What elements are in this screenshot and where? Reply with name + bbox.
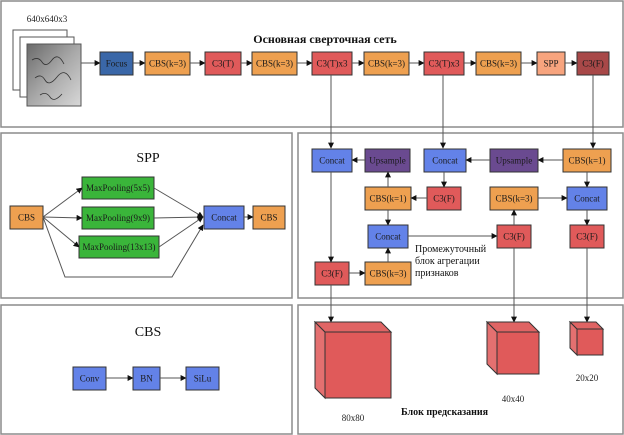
neck-concat-3: Concat <box>566 186 608 211</box>
maxpool-node-2: MaxPooling(13x13) <box>78 235 160 259</box>
neck-concat-4: Concat <box>367 224 409 249</box>
neck-c3f-3-label: C3(F) <box>576 232 598 242</box>
prediction-cube-40 <box>485 320 541 376</box>
scale-label-80: 80x80 <box>342 413 365 423</box>
spp-concat-label: Concat <box>211 213 237 223</box>
input-image-stack <box>12 29 82 107</box>
cbs-node-2-box <box>185 366 220 391</box>
backbone-title: Основная сверточная сеть <box>253 32 397 46</box>
neck-cbs-k1-top-label: CBS(k=1) <box>568 156 605 166</box>
spp-input-cbs: CBS <box>9 205 44 230</box>
neck-c3f-3: C3(F) <box>569 224 605 249</box>
neck-c3f-2: C3(F) <box>496 224 532 249</box>
scale-label-40: 40x40 <box>502 394 525 404</box>
neck-c3f-4: C3(F) <box>314 261 350 286</box>
neck-concat-2-label: Concat <box>432 156 458 166</box>
neck-note-line-2: блок агрегации <box>415 256 480 267</box>
cbs-node-1-label: BN <box>140 374 153 384</box>
cbs-title: CBS <box>135 325 161 340</box>
maxpool-node-1: MaxPooling(9x9) <box>81 206 155 230</box>
backbone-node-1: CBS(k=3) <box>144 51 191 76</box>
neck-c3f-1: C3(F) <box>426 186 462 211</box>
neck-upsample-1-label: Upsample <box>369 156 406 166</box>
neck-c3f-4-label: C3(F) <box>321 269 343 279</box>
maxpool-node-1-label: MaxPooling(9x9) <box>86 213 150 223</box>
backbone-node-2: C3(T) <box>204 51 242 76</box>
spp-arrow-out <box>153 187 204 218</box>
backbone-node-6: C3(T)x3 <box>423 51 465 76</box>
spp-output-cbs: CBS <box>252 205 286 230</box>
prediction-title: Блок предсказания <box>401 407 489 418</box>
cbs-node-0-label: Conv <box>80 374 100 384</box>
maxpool-node-2-label: MaxPooling(13x13) <box>83 242 156 252</box>
neck-upsample-2-label: Upsample <box>496 156 533 166</box>
neck-cbs-k1-mid-label: CBS(k=1) <box>369 194 406 204</box>
prediction-cube-20 <box>568 320 605 357</box>
neck-c3f-2-label: C3(F) <box>503 232 525 242</box>
cbs-node-2: SiLu <box>185 366 220 391</box>
backbone-node-8: SPP <box>536 51 566 76</box>
neck-concat-3-label: Concat <box>574 194 600 204</box>
spp-title: SPP <box>136 151 160 166</box>
backbone-node-5-label: CBS(k=3) <box>368 59 405 69</box>
backbone-node-6-label: C3(T)x3 <box>429 59 460 69</box>
cbs-node-2-label: SiLu <box>194 374 212 384</box>
neck-cbs-k1-mid: CBS(k=1) <box>364 186 412 211</box>
neck-note-line-1: Промежуточный <box>415 244 487 255</box>
maxpool-node-0: MaxPooling(5x5) <box>81 176 155 200</box>
prediction-cube-80 <box>313 320 393 400</box>
cbs-node-0: Conv <box>72 366 107 391</box>
cbs-node-1: BN <box>132 366 161 391</box>
neck-cbs-k3-bottom: CBS(k=3) <box>364 261 412 286</box>
backbone-node-3: CBS(k=3) <box>251 51 298 76</box>
spp-arrow-in <box>42 187 83 218</box>
spp-skip-arrow <box>42 216 204 278</box>
neck-cbs-k1-top: CBS(k=1) <box>562 148 612 173</box>
input-size-label: 640x640x3 <box>27 14 68 24</box>
spp-arrow-out <box>153 214 204 221</box>
backbone-node-1-label: CBS(k=3) <box>149 59 186 69</box>
backbone-node-8-label: SPP <box>543 59 558 69</box>
maxpool-node-0-label: MaxPooling(5x5) <box>86 183 150 193</box>
backbone-node-0-label: Focus <box>106 59 128 69</box>
backbone-node-4-label: C3(T)x3 <box>317 59 348 69</box>
neck-c3f-1-label: C3(F) <box>433 194 455 204</box>
neck-cbs-k3-bottom-label: CBS(k=3) <box>369 269 406 279</box>
spp-arrow-in <box>42 216 80 248</box>
input-image <box>26 43 82 107</box>
spp-concat: Concat <box>203 205 245 230</box>
backbone-node-0: Focus <box>99 51 134 76</box>
neck-cbs-k3-right-label: CBS(k=3) <box>495 194 532 204</box>
backbone-node-9: C3(F) <box>576 51 610 76</box>
backbone-node-5: CBS(k=3) <box>363 51 410 76</box>
scale-label-20: 20x20 <box>576 373 599 383</box>
backbone-node-9-label: C3(F) <box>582 59 604 69</box>
neck-upsample-2: Upsample <box>489 148 539 173</box>
backbone-node-3-label: CBS(k=3) <box>256 59 293 69</box>
spp-output-cbs-label: CBS <box>260 213 277 223</box>
neck-concat-1-label: Concat <box>319 156 345 166</box>
neck-note-line-3: признаков <box>415 268 459 279</box>
neck-cbs-k3-right: CBS(k=3) <box>489 186 539 211</box>
neck-concat-1: Concat <box>311 148 353 173</box>
neck-concat-2: Concat <box>423 148 467 173</box>
spp-arrow-in <box>42 214 83 221</box>
neck-concat-4-label: Concat <box>375 232 401 242</box>
backbone-node-4: C3(T)x3 <box>311 51 353 76</box>
backbone-node-2-label: C3(T) <box>212 59 234 69</box>
neck-upsample-1: Upsample <box>364 148 411 173</box>
spp-input-cbs-label: CBS <box>18 213 35 223</box>
backbone-node-7-label: CBS(k=3) <box>480 59 517 69</box>
spp-arrow-out <box>158 216 204 248</box>
backbone-node-7: CBS(k=3) <box>475 51 522 76</box>
